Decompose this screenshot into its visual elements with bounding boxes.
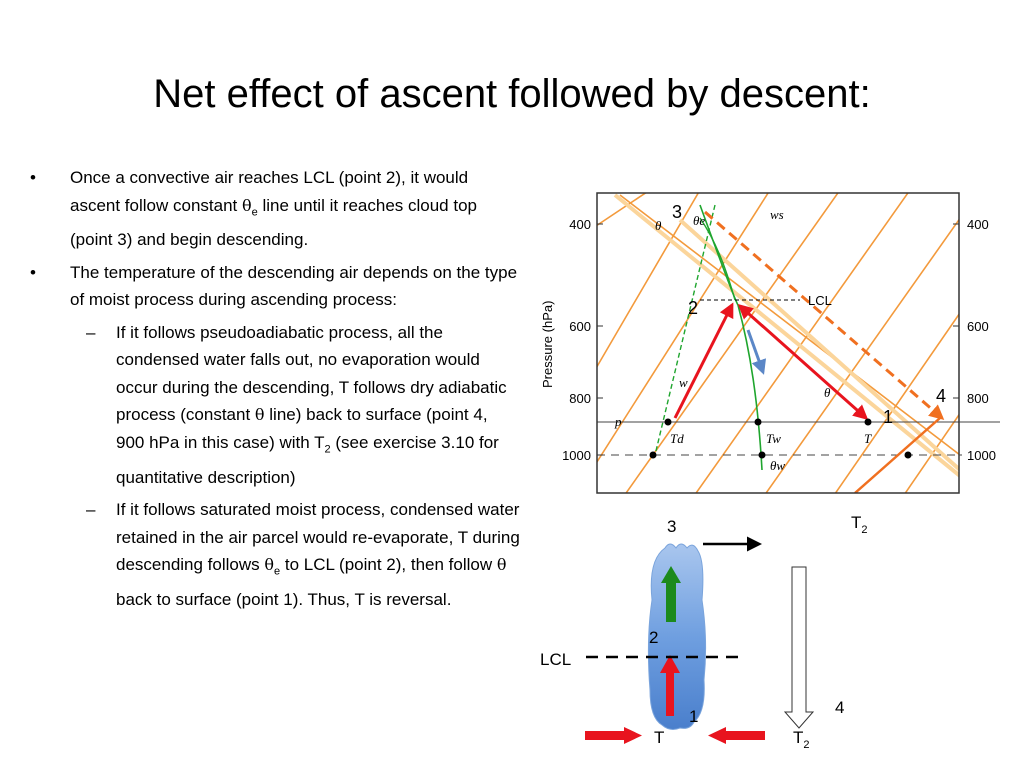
green-arrow-shaft [666,582,676,622]
bullet-descending-temperature: • The temperature of the descending air … [30,259,520,314]
subbullet-text-end: back to surface (point 1). Thus, T is re… [116,590,452,610]
ws-label: ws [770,207,784,222]
sketch-t2-bottom: T2 [793,728,810,751]
point-2-label: 2 [688,298,698,318]
w-label: w [679,375,688,390]
subbullet-saturated: – If it follows saturated moist process,… [30,496,520,613]
right-red-arrow-head [708,727,726,744]
dry-adiabat [597,193,647,227]
dry-adiabat [597,193,700,369]
bullet-marker: • [30,168,36,187]
sketch-point-2: 2 [649,628,658,647]
point-3-label: 3 [672,202,682,222]
slide-title: Net effect of ascent followed by descent… [153,72,871,116]
dry-descent-arrow [704,210,945,420]
td-label: Td [670,431,684,446]
plot-area [597,193,959,493]
mixing-ratio-line [654,204,716,456]
cumulus-cloud [647,543,707,730]
pale-line [678,218,959,472]
axis-ticks [597,223,959,456]
right-tick-600: 600 [967,319,989,334]
theta-line-mid [619,194,959,456]
bullet-text: Once a convective air reaches LCL (point… [70,168,469,215]
right-red-arrow-shaft [725,731,765,740]
td-point [664,418,672,426]
sketch-point-4: 4 [835,698,844,717]
dry-adiabat [765,218,959,493]
point-4-label: 4 [936,386,946,406]
theta-label-mid: θ [824,385,831,400]
tw-point [754,418,762,426]
bullet-lcl-ascent: • Once a convective air reaches LCL (poi… [30,164,520,254]
theta-symbol: θ [254,405,265,425]
subbullet-text: If it follows pseudoadiabatic process, a… [116,322,507,425]
bullet-marker: • [30,262,36,282]
left-tick-1000: 1000 [562,448,591,463]
left-red-arrow-head [624,727,642,744]
left-tick-800: 800 [569,391,591,406]
subbullet-marker: – [86,500,96,520]
right-tick-800: 800 [967,391,989,406]
sounding-points [649,418,912,459]
tw-label: Tw [766,431,781,446]
dry-adiabat [834,312,959,493]
pale-line [613,193,959,478]
surface-orange-line [854,417,941,493]
left-red-arrow-shaft [585,731,625,740]
surface-tw-point [758,451,766,459]
sketch-lcl-label: LCL [540,650,571,669]
plot-frame [596,192,960,494]
right-tick-400: 400 [967,217,989,232]
p-label: p [614,414,622,429]
theta-w-label: θw [770,458,785,473]
left-tick-400: 400 [569,217,591,232]
subscript-e: e [251,205,258,218]
sketch-t2-top: T2 [851,513,868,536]
subbullet-text-cont: line) back to surface (point 4, 900 hPa … [116,405,488,452]
subscript-e: e [274,565,281,578]
bullet-list: • Once a convective air reaches LCL (poi… [30,164,520,619]
point-1-label: 1 [883,407,893,427]
subbullet-text: If it follows saturated moist process, c… [116,500,520,575]
theta-symbol: θ [241,195,252,215]
t-point [864,418,872,426]
bullet-text-cont: line until it reaches cloud top (point 3… [70,195,477,250]
sketch-t-bottom: T [654,728,664,747]
dry-adiabat [625,193,839,493]
moist-adiabat-top [699,217,736,301]
sketch-point-3: 3 [667,517,676,536]
lcl-label: LCL [808,293,832,308]
surface-t-point [904,451,912,459]
subscript-2: 2 [324,443,331,456]
sketch-point-1: 1 [689,707,698,726]
right-tick-1000: 1000 [967,448,996,463]
left-tick-600: 600 [569,319,591,334]
theta-symbol: θ [496,555,507,575]
pale-reference-lines [613,193,959,478]
red-arrow-head [660,655,680,673]
bullet-text: The temperature of the descending air de… [70,262,518,310]
descent-arrow-blue [746,329,767,375]
t-label: T [864,431,872,446]
y-axis-label: Pressure (hPa) [540,301,555,388]
cloud-sketch [585,536,815,744]
theta-e-label: θe [693,213,705,228]
ascent-arrow-t [737,304,869,420]
red-arrow-shaft [666,672,674,716]
descent-hollow-arrow [783,566,815,729]
theta-label-left: θ [655,218,662,233]
ascent-arrow-td [673,302,734,419]
dry-adiabat [904,413,959,493]
green-arrow-head [661,566,681,583]
theta-symbol: θ [264,555,275,575]
dry-adiabat-lines [597,193,959,493]
subbullet-pseudoadiabatic: – If it follows pseudoadiabatic process,… [30,319,520,491]
surface-td-point [649,451,657,459]
subbullet-marker: – [86,322,96,342]
dry-adiabat [597,193,770,464]
subbullet-text-end: (see exercise 3.10 for quantitative desc… [116,432,499,487]
subbullet-text-cont: to LCL (point 2), then follow [280,555,497,575]
